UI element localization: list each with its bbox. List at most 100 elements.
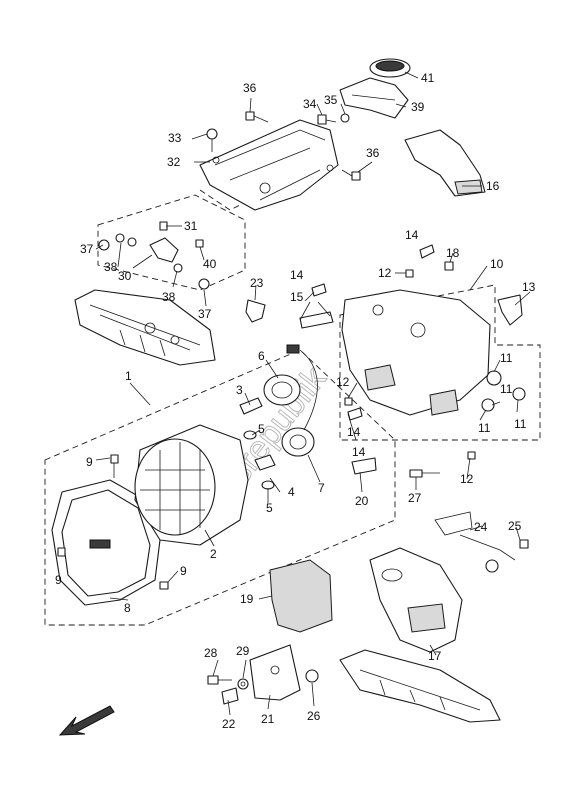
callout-13: 13 xyxy=(522,280,536,294)
callout-30: 30 xyxy=(118,269,132,283)
bolt-36-right xyxy=(341,169,361,181)
pad-19 xyxy=(269,559,333,633)
callout-3: 3 xyxy=(236,383,243,397)
callout-5a: 5 xyxy=(258,422,265,436)
bracket-13 xyxy=(497,294,523,326)
callout-12b: 12 xyxy=(336,375,350,389)
grommet-11a xyxy=(486,370,502,386)
tag-14b xyxy=(311,283,327,297)
panel-cover xyxy=(339,77,409,119)
arrow-front-icon xyxy=(58,705,115,736)
callout-11a: 11 xyxy=(500,351,513,365)
tag-14c xyxy=(347,407,363,421)
fork-bracket-silhouette xyxy=(74,289,216,366)
clip-20 xyxy=(351,457,377,475)
bracket-21 xyxy=(249,644,301,701)
callout-38b: 38 xyxy=(162,290,176,304)
callout-28: 28 xyxy=(204,646,218,660)
callout-10: 10 xyxy=(490,257,504,271)
callout-16: 16 xyxy=(486,179,500,193)
headlight-rim xyxy=(51,479,161,606)
callout-11b: 11 xyxy=(514,417,527,431)
ring-cap xyxy=(369,58,411,78)
meter-cover xyxy=(199,119,339,211)
nut-22 xyxy=(221,687,239,705)
pipe-15 xyxy=(299,311,334,329)
callout-41: 41 xyxy=(421,71,435,85)
callout-15: 15 xyxy=(290,290,304,304)
callout-9c: 9 xyxy=(180,564,187,578)
bracket-assembly-outline xyxy=(97,194,246,291)
callout-17: 17 xyxy=(428,649,442,663)
frame-silhouette xyxy=(339,649,501,723)
callout-21: 21 xyxy=(261,712,275,726)
callout-12c: 12 xyxy=(460,472,474,486)
bolt-12-mid xyxy=(344,397,353,406)
callout-12a: 12 xyxy=(378,266,392,280)
callout-40: 40 xyxy=(203,257,217,271)
callout-35: 35 xyxy=(324,93,338,107)
callout-24: 24 xyxy=(474,520,488,534)
mount-bracket xyxy=(98,221,210,290)
callout-22: 22 xyxy=(222,717,236,731)
wire-holder-24 xyxy=(434,511,516,573)
callout-27: 27 xyxy=(408,491,422,505)
grommet-11b xyxy=(512,387,526,401)
callout-11c: 11 xyxy=(478,421,491,435)
bolt-18 xyxy=(444,261,454,271)
callout-9a: 9 xyxy=(86,455,93,469)
socket-6 xyxy=(263,374,301,406)
callout-7: 7 xyxy=(318,481,325,495)
bolt-27 xyxy=(409,469,440,478)
callout-6: 6 xyxy=(258,349,265,363)
callout-36a: 36 xyxy=(243,81,257,95)
body-assembly-outline xyxy=(339,284,541,441)
callout-18: 18 xyxy=(446,246,460,260)
bolt-28 xyxy=(207,675,232,685)
callout-9b: 9 xyxy=(55,573,62,587)
grommet-11c xyxy=(481,398,495,412)
washer-29 xyxy=(237,678,249,690)
callout-1: 1 xyxy=(125,369,132,383)
headlight-stay xyxy=(341,289,491,416)
callout-8: 8 xyxy=(124,601,131,615)
side-cover xyxy=(404,129,486,197)
screw-9-right xyxy=(159,581,169,590)
callout-4: 4 xyxy=(288,485,295,499)
bulb-5b xyxy=(261,480,275,490)
callout-31: 31 xyxy=(184,219,198,233)
leader-lines xyxy=(95,71,531,716)
callout-37a: 37 xyxy=(80,242,94,256)
callout-23: 23 xyxy=(250,276,264,290)
bolt-33 xyxy=(206,128,218,152)
callout-19: 19 xyxy=(240,592,254,606)
bolt-34 xyxy=(317,114,337,125)
socket-7 xyxy=(281,344,318,457)
callout-37b: 37 xyxy=(198,307,212,321)
callout-14c: 14 xyxy=(347,425,361,439)
screw-9-left xyxy=(57,547,66,557)
bolt-25 xyxy=(519,539,529,549)
bulb-5a xyxy=(243,430,257,440)
bolt-35 xyxy=(340,113,350,123)
callout-2: 2 xyxy=(210,547,217,561)
callout-labels: 1 2 3 4 5 5 6 7 8 9 9 9 10 11 11 11 11 1… xyxy=(55,71,536,731)
bulb-4 xyxy=(254,454,276,471)
grommet-26 xyxy=(305,669,319,683)
callout-20: 20 xyxy=(355,494,369,508)
callout-14d: 14 xyxy=(352,445,366,459)
callout-11d: 11 xyxy=(500,382,513,396)
callout-14a: 14 xyxy=(405,228,419,242)
callout-25: 25 xyxy=(508,519,522,533)
callout-39: 39 xyxy=(411,100,425,114)
callout-14b: 14 xyxy=(290,268,304,282)
clip-23 xyxy=(245,299,266,323)
socket-3 xyxy=(239,397,263,415)
callout-5b: 5 xyxy=(266,501,273,515)
bolt-36-top xyxy=(245,111,269,123)
callout-33: 33 xyxy=(168,131,182,145)
callout-38a: 38 xyxy=(104,260,118,274)
bolt-12-top xyxy=(405,269,414,278)
callout-29: 29 xyxy=(236,644,250,658)
